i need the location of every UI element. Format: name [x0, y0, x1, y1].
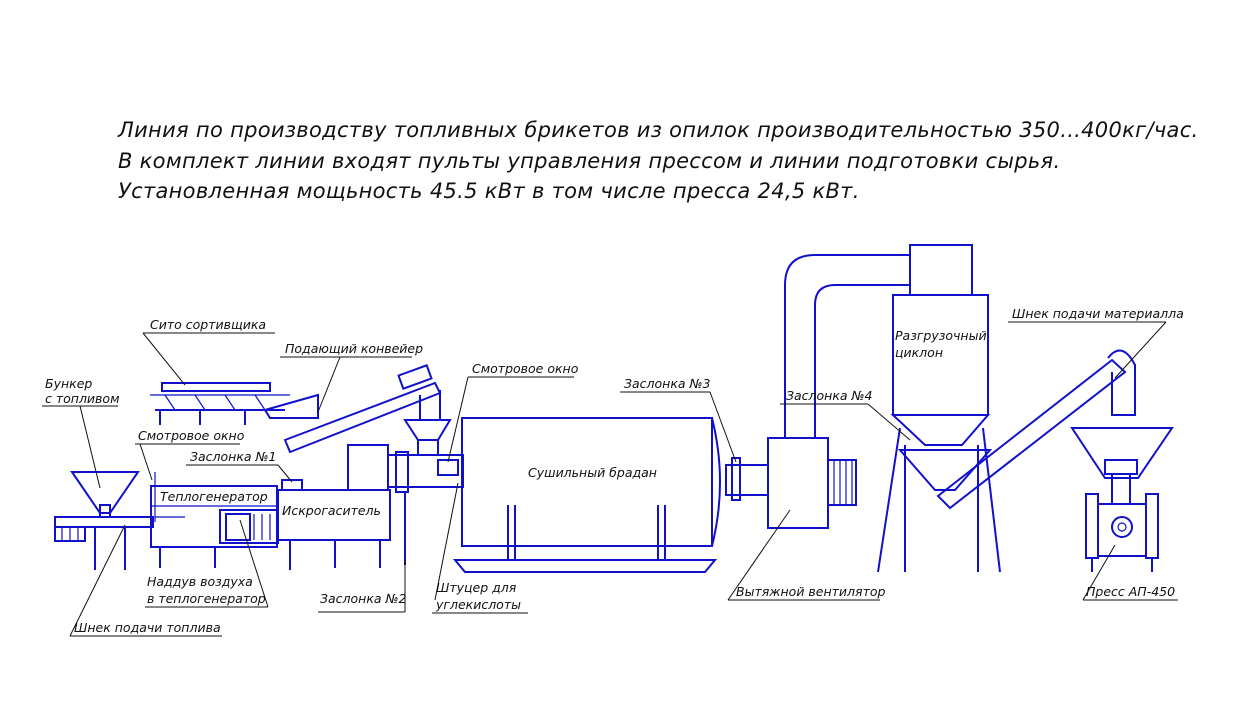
label-air-blow-1: Наддув воздуха [147, 574, 253, 589]
label-press: Пресс АП-450 [1086, 584, 1176, 599]
label-cyclone-1: Разгрузочный [895, 328, 987, 343]
fuel-bunker [70, 471, 140, 518]
material-feed-screw [936, 349, 1136, 510]
fuel-feed-screw [54, 516, 154, 570]
unloading-cyclone [877, 244, 1001, 573]
label-damper-1: Заслонка №1 [190, 449, 277, 464]
air-blower [219, 509, 279, 544]
label-sieve: Сито сортивщика [150, 317, 267, 332]
label-exhaust-fan: Вытяжной вентилятор [736, 584, 886, 599]
duct-damper-3 [725, 457, 769, 501]
label-bunker-1: Бункер [45, 376, 93, 391]
cyclone-duct [784, 254, 910, 410]
label-spark-arrester: Искрогаситель [282, 503, 381, 518]
label-damper-3: Заслонка №3 [624, 376, 711, 391]
label-fuel-screw: Шнек подачи топлива [74, 620, 221, 635]
label-co2-fitting-1: Штуцер для [436, 580, 517, 595]
label-material-screw: Шнек подачи материалла [1012, 306, 1184, 321]
press-ap-450 [1070, 427, 1174, 572]
heat-generator [150, 472, 278, 568]
header-line-2: В комплект линии входят пульты управлени… [118, 149, 1061, 173]
leader-lines [42, 321, 1178, 637]
label-air-blow-2: в теплогенератор [147, 591, 266, 606]
label-co2-fitting-2: углекислоты [436, 597, 521, 612]
label-damper-2: Заслонка №2 [320, 591, 407, 606]
label-damper-4: Заслонка №4 [786, 388, 873, 403]
label-viewing-window-left: Смотровое окно [138, 428, 245, 443]
label-feeding-conveyor: Подающий конвейер [285, 341, 424, 356]
label-drying-drum: Сушильный брадан [528, 465, 657, 480]
sieve [150, 382, 290, 425]
label-bunker-2: с топливом [45, 391, 120, 406]
header-line-1: Линия по производству топливных брикетов… [118, 118, 1199, 142]
header-line-3: Установленная мощьность 45.5 кВт в том ч… [118, 179, 860, 203]
exhaust-fan [767, 410, 857, 529]
label-cyclone-2: циклон [895, 345, 943, 360]
drying-drum [452, 417, 721, 573]
feeding-conveyor [263, 364, 452, 456]
label-viewing-window-right: Смотровое окно [472, 361, 579, 376]
label-heat-generator: Теплогенератор [160, 489, 268, 504]
duct-damper-2 [387, 451, 464, 565]
